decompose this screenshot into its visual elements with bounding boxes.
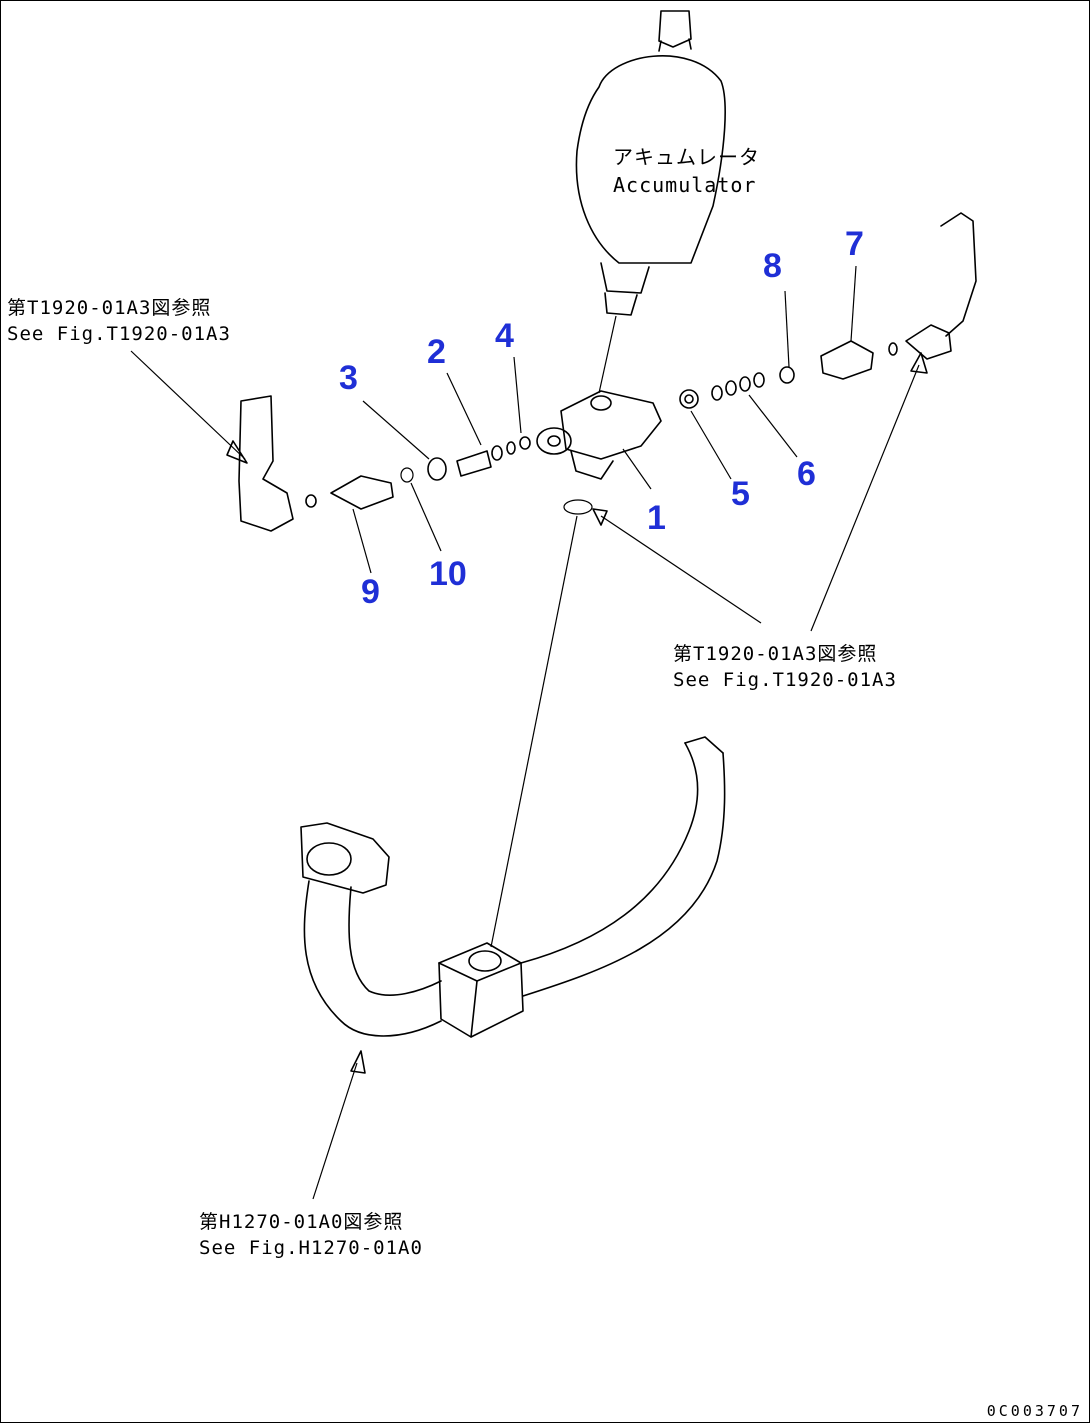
reference-bottom-jp: 第H1270-01A0図参照 bbox=[199, 1211, 404, 1233]
left-fittings-drawing bbox=[130, 350, 531, 532]
reference-right-jp: 第T1920-01A3図参照 bbox=[673, 643, 878, 665]
reference-bottom-en: See Fig.H1270-01A0 bbox=[199, 1237, 423, 1259]
callout-8: 8 bbox=[763, 247, 782, 285]
pipe-assembly-drawing bbox=[300, 736, 726, 1200]
reference-left-en: See Fig.T1920-01A3 bbox=[7, 323, 231, 345]
drawing-number: 0C003707 bbox=[986, 1402, 1083, 1420]
accumulator-label: アキュムレータ Accumulator bbox=[613, 143, 760, 199]
reference-left: 第T1920-01A3図参照 See Fig.T1920-01A3 bbox=[7, 295, 231, 347]
block-drawing bbox=[536, 390, 662, 515]
reference-bottom: 第H1270-01A0図参照 See Fig.H1270-01A0 bbox=[199, 1209, 423, 1261]
callout-7: 7 bbox=[845, 225, 864, 263]
connection-line bbox=[490, 515, 578, 948]
accumulator-label-en: Accumulator bbox=[613, 173, 757, 197]
right-fittings-drawing bbox=[592, 212, 977, 632]
callout-leaders bbox=[352, 265, 857, 574]
accumulator-drawing bbox=[575, 10, 726, 394]
callout-9: 9 bbox=[361, 573, 380, 611]
reference-right: 第T1920-01A3図参照 See Fig.T1920-01A3 bbox=[673, 641, 897, 693]
accumulator-label-jp: アキュムレータ bbox=[613, 145, 760, 169]
callout-2: 2 bbox=[427, 333, 446, 371]
reference-left-jp: 第T1920-01A3図参照 bbox=[7, 297, 212, 319]
callout-6: 6 bbox=[797, 455, 816, 493]
reference-right-en: See Fig.T1920-01A3 bbox=[673, 669, 897, 691]
callout-5: 5 bbox=[731, 475, 750, 513]
callout-3: 3 bbox=[339, 359, 358, 397]
callout-10: 10 bbox=[429, 555, 467, 593]
callout-1: 1 bbox=[647, 499, 666, 537]
callout-4: 4 bbox=[495, 317, 514, 355]
